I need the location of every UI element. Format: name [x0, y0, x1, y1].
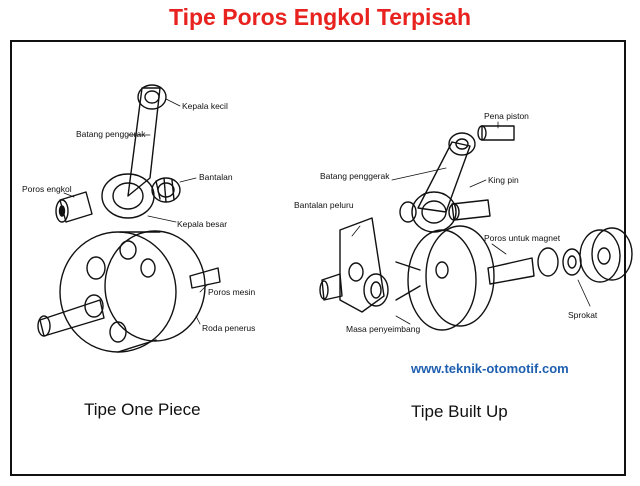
diagram-frame [10, 40, 626, 476]
bearing-left [151, 177, 181, 203]
outer-flywheel-right [579, 227, 633, 283]
label-king-pin: King pin [488, 175, 519, 185]
counterweight-left-half [319, 217, 385, 313]
caption-one-piece: Tipe One Piece [84, 400, 201, 419]
sprocket-right [537, 247, 582, 277]
flywheel-right [395, 225, 535, 331]
label-batang-penggerak-left: Batang penggerak [76, 129, 146, 139]
page-title: Tipe Poros Engkol Terpisah [168, 4, 472, 30]
label-poros-mesin: Poros mesin [208, 287, 256, 297]
label-sprokat: Sprokat [568, 310, 598, 320]
crank-pin-left [55, 191, 93, 223]
label-kepala-besar: Kepala besar [177, 219, 227, 229]
label-masa-penyeimbang: Masa penyeimbang [346, 324, 420, 334]
label-poros-engkol: Poros engkol [22, 184, 72, 194]
king-pin-right [448, 199, 491, 221]
label-bantalan: Bantalan [199, 172, 233, 182]
website-url: www.teknik-otomotif.com [411, 361, 569, 376]
label-roda-penerus: Roda penerus [202, 323, 255, 333]
label-kepala-kecil: Kepala kecil [182, 101, 228, 111]
label-bantalan-peluru: Bantalan peluru [294, 200, 354, 210]
caption-built-up: Tipe Built Up [411, 402, 508, 421]
piston-pin-right [477, 125, 515, 141]
connecting-rod-right [411, 132, 476, 233]
bearings-right [363, 201, 417, 307]
label-poros-untuk-magnet: Poros untuk magnet [484, 233, 561, 243]
label-batang-penggerak-right: Batang penggerak [320, 171, 390, 181]
flywheel-left [37, 230, 221, 353]
label-pena-piston: Pena piston [484, 111, 529, 121]
